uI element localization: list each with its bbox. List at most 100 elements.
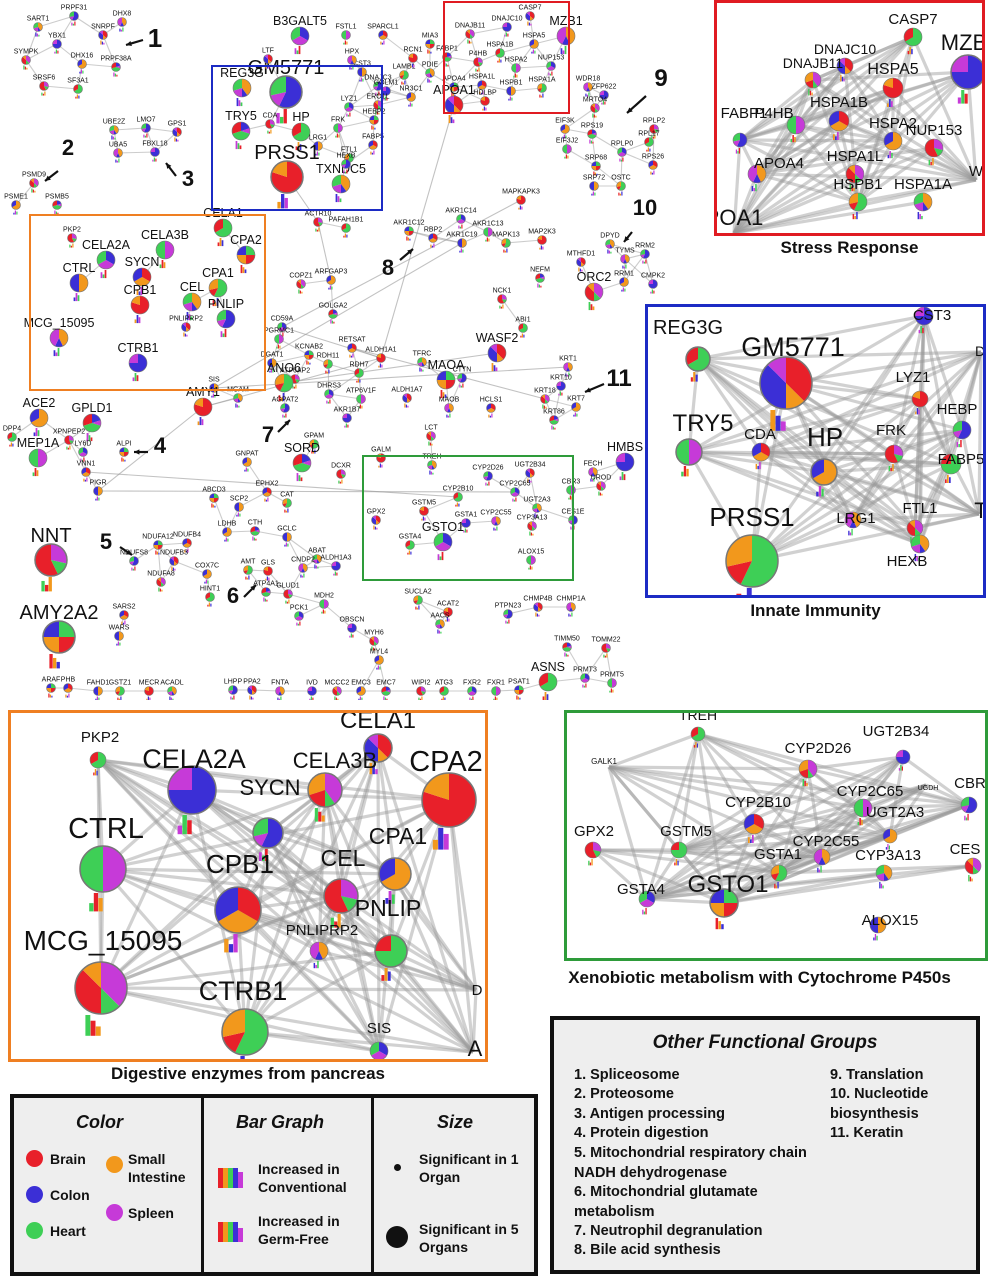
cpa2-node (421, 772, 477, 828)
abat-bar (314, 564, 316, 569)
hspa5-bar (532, 49, 534, 54)
group-1-arrowhead (126, 40, 132, 46)
lmo7-slice (144, 123, 151, 133)
fstl1-slice (346, 30, 351, 40)
golga2-bar (331, 320, 333, 324)
edge (760, 450, 952, 466)
apoa4-bar (454, 94, 456, 97)
cst3-label: CST3 (353, 61, 371, 68)
cyp2c55-bar (493, 527, 495, 531)
gstm5-slice (671, 842, 679, 850)
abi1-bar (521, 333, 523, 338)
pkp2-label: PKP2 (81, 729, 119, 746)
gm5771-bar (283, 109, 287, 124)
hspa2-slice (516, 63, 521, 73)
cyp2c55-bar-graph (493, 526, 498, 531)
apoa4-bar (751, 185, 754, 192)
spleen-label: Spleen (128, 1205, 174, 1221)
dpp4-bar (9, 444, 11, 447)
acadl-bar-graph (169, 696, 174, 700)
treh-bar (430, 471, 432, 475)
cpa2-slice (423, 773, 449, 800)
edge (267, 570, 289, 595)
akr1c13-bar (486, 237, 488, 242)
edge (697, 350, 982, 361)
small-intestine-label: Small Intestine (128, 1151, 186, 1185)
atp6v1f-bar-graph (358, 404, 363, 409)
fnta-node (275, 686, 285, 696)
cyp2b10-slice (745, 824, 763, 834)
ftl1-label: FTL1 (341, 147, 357, 154)
abat-slice (312, 554, 317, 561)
rdh7-bar (357, 378, 359, 383)
rplp2-slice (654, 124, 659, 131)
ftl1-slice (344, 153, 349, 160)
pkp2-bar-graph (69, 243, 74, 248)
hspa2-bar-graph (513, 73, 518, 78)
chmp1a-bar (568, 613, 570, 617)
tfrc-bar-graph (419, 367, 424, 372)
ndufa12-bar-graph (155, 550, 160, 555)
abi1-label: ABI1 (515, 317, 530, 324)
akr1c12-bar-graph (406, 236, 411, 241)
edge (323, 789, 478, 991)
edge (608, 765, 864, 810)
maoa-node (436, 370, 456, 390)
gps1-bar (174, 137, 176, 142)
hebp-bar-graph (956, 440, 962, 448)
lyz1-slice (912, 391, 920, 399)
functional-groups-title: Other Functional Groups (652, 1032, 878, 1053)
mccc2-label: MCCC2 (325, 680, 350, 687)
gsta4-node (638, 890, 656, 908)
wars-bar (117, 641, 119, 646)
sycn-node (252, 817, 284, 849)
gsto1-node (433, 532, 453, 552)
alox15-slice (526, 555, 531, 565)
rps19-slice (587, 134, 597, 139)
sord-node (292, 453, 312, 473)
hexb-slice (911, 544, 920, 553)
dnajc10-node (502, 22, 512, 32)
edge (678, 767, 809, 852)
edge (732, 173, 759, 234)
edge (646, 864, 974, 901)
fabp5-bar (373, 150, 375, 155)
krt7-label: KRT7 (567, 396, 585, 403)
abi1-bar (520, 335, 522, 338)
ces-slice (973, 858, 981, 872)
group-10-number-label: 10 (633, 195, 657, 220)
arfgap3-slice (327, 275, 336, 285)
mcg-15095-bar (95, 1026, 101, 1036)
treh-slice (432, 460, 437, 469)
prss1-label: PRSS1 (709, 502, 794, 532)
gpld1-bar (86, 433, 89, 442)
spleen-swatch (106, 1204, 123, 1221)
b3galt5-bar (298, 46, 301, 55)
acadl-slice (167, 691, 172, 696)
wasf2-bar-graph (491, 363, 498, 372)
abat-bar (315, 565, 317, 569)
mthfd1-node (576, 257, 586, 267)
reg3g-slice (232, 79, 242, 91)
ugt2b34-slice (526, 468, 530, 473)
ndufb4-label: NDUFB4 (173, 532, 201, 539)
ube2z-bar (111, 135, 113, 140)
edge (515, 65, 552, 69)
amt-label: AMT (241, 559, 257, 566)
cyp2b10-bar (458, 503, 460, 507)
cyp2d26-bar (804, 780, 806, 787)
fg-item-10: 10. Nucleotide biosynthesis (830, 1086, 929, 1122)
emc3-bar (358, 698, 360, 700)
krt7-node (571, 402, 581, 412)
fg-item-5: 5. Mitochondrial respiratory chain NADH … (574, 1145, 807, 1181)
wdr18-bar (586, 94, 588, 97)
lyz1-label: LYZ1 (341, 96, 357, 103)
edge (410, 72, 431, 98)
maoa-bar (440, 390, 443, 399)
tomm22-bar (606, 653, 608, 658)
group-3-number-label: 3 (182, 166, 194, 191)
nefm-bar (538, 284, 540, 288)
sycn-bar (136, 289, 139, 296)
mzb1-slice (557, 27, 566, 45)
